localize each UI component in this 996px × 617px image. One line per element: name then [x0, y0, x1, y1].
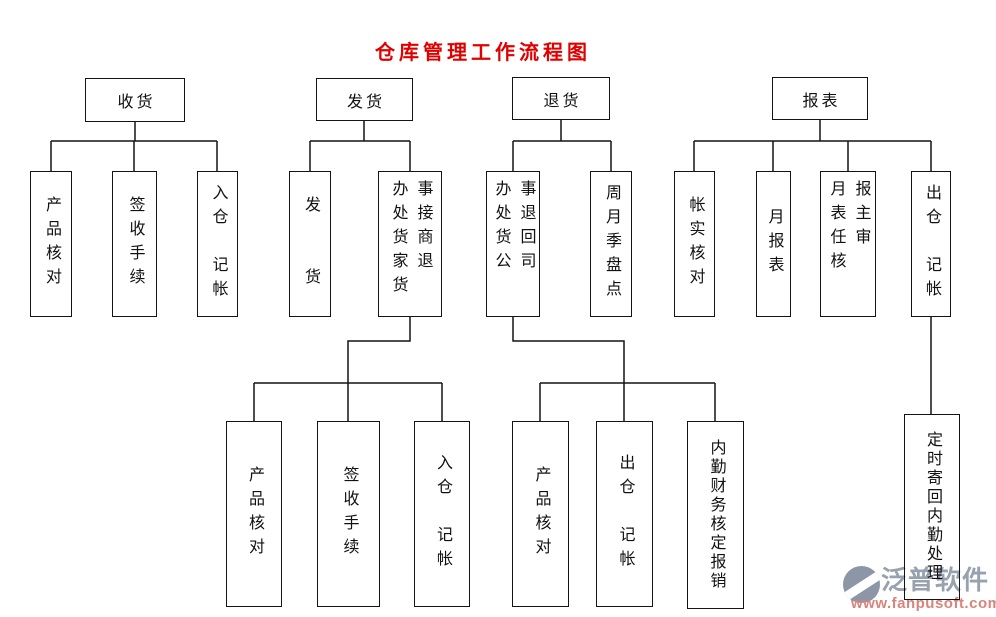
fanpu-logo-icon — [843, 566, 880, 603]
node-label: 收货 — [117, 94, 156, 111]
node-office-return-to-company: 办处货公 事退回司 — [486, 171, 540, 317]
node-sign-procedure-receiving: 签收手续 — [112, 171, 157, 317]
node-ship-goods: 发 货 — [289, 171, 331, 317]
node-sign-procedure-shipping: 签收手续 — [317, 421, 380, 607]
node-office-handle-merchant-returns: 办处货家货 事接商退 — [378, 171, 442, 317]
node-timed-send-back-office: 定时寄回内勤处理 — [904, 414, 960, 600]
node-monthly-report: 月报表 — [756, 171, 791, 317]
node-product-check-returns: 产品核对 — [512, 421, 569, 607]
node-label: 发货 — [346, 93, 385, 111]
node-receiving: 收货 — [85, 78, 185, 122]
diagram-title: 仓库管理工作流程图 — [375, 40, 591, 64]
node-label: 报表 — [802, 92, 841, 110]
node-shipping: 发货 — [316, 78, 413, 121]
node-outbound-bookkeeping-returns: 出仓 记帐 — [596, 421, 653, 607]
node-outbound-bookkeeping-reports: 出仓 记帐 — [911, 171, 951, 317]
node-report-supervisor-review: 月表任核 报主审 — [820, 171, 876, 317]
node-inbound-bookkeeping-receiving: 入仓 记帐 — [197, 171, 238, 317]
node-reports: 报表 — [772, 77, 868, 120]
node-account-reality-check: 帐实核对 — [674, 171, 715, 317]
node-returns: 退货 — [512, 77, 610, 120]
node-periodic-stocktaking: 周月季盘点 — [590, 171, 632, 317]
node-product-check-receiving: 产品核对 — [30, 171, 72, 317]
node-inbound-bookkeeping-shipping: 入仓 记帐 — [414, 421, 470, 607]
node-backoffice-finance-reimbursement: 内勤财务核定报销 — [687, 421, 744, 609]
watermark-brand-text: 泛普软件 — [881, 565, 990, 595]
node-label: 退货 — [543, 92, 582, 110]
watermark-url-text: www.fanpusoft.com — [851, 595, 996, 612]
node-product-check-shipping: 产品核对 — [226, 421, 282, 607]
